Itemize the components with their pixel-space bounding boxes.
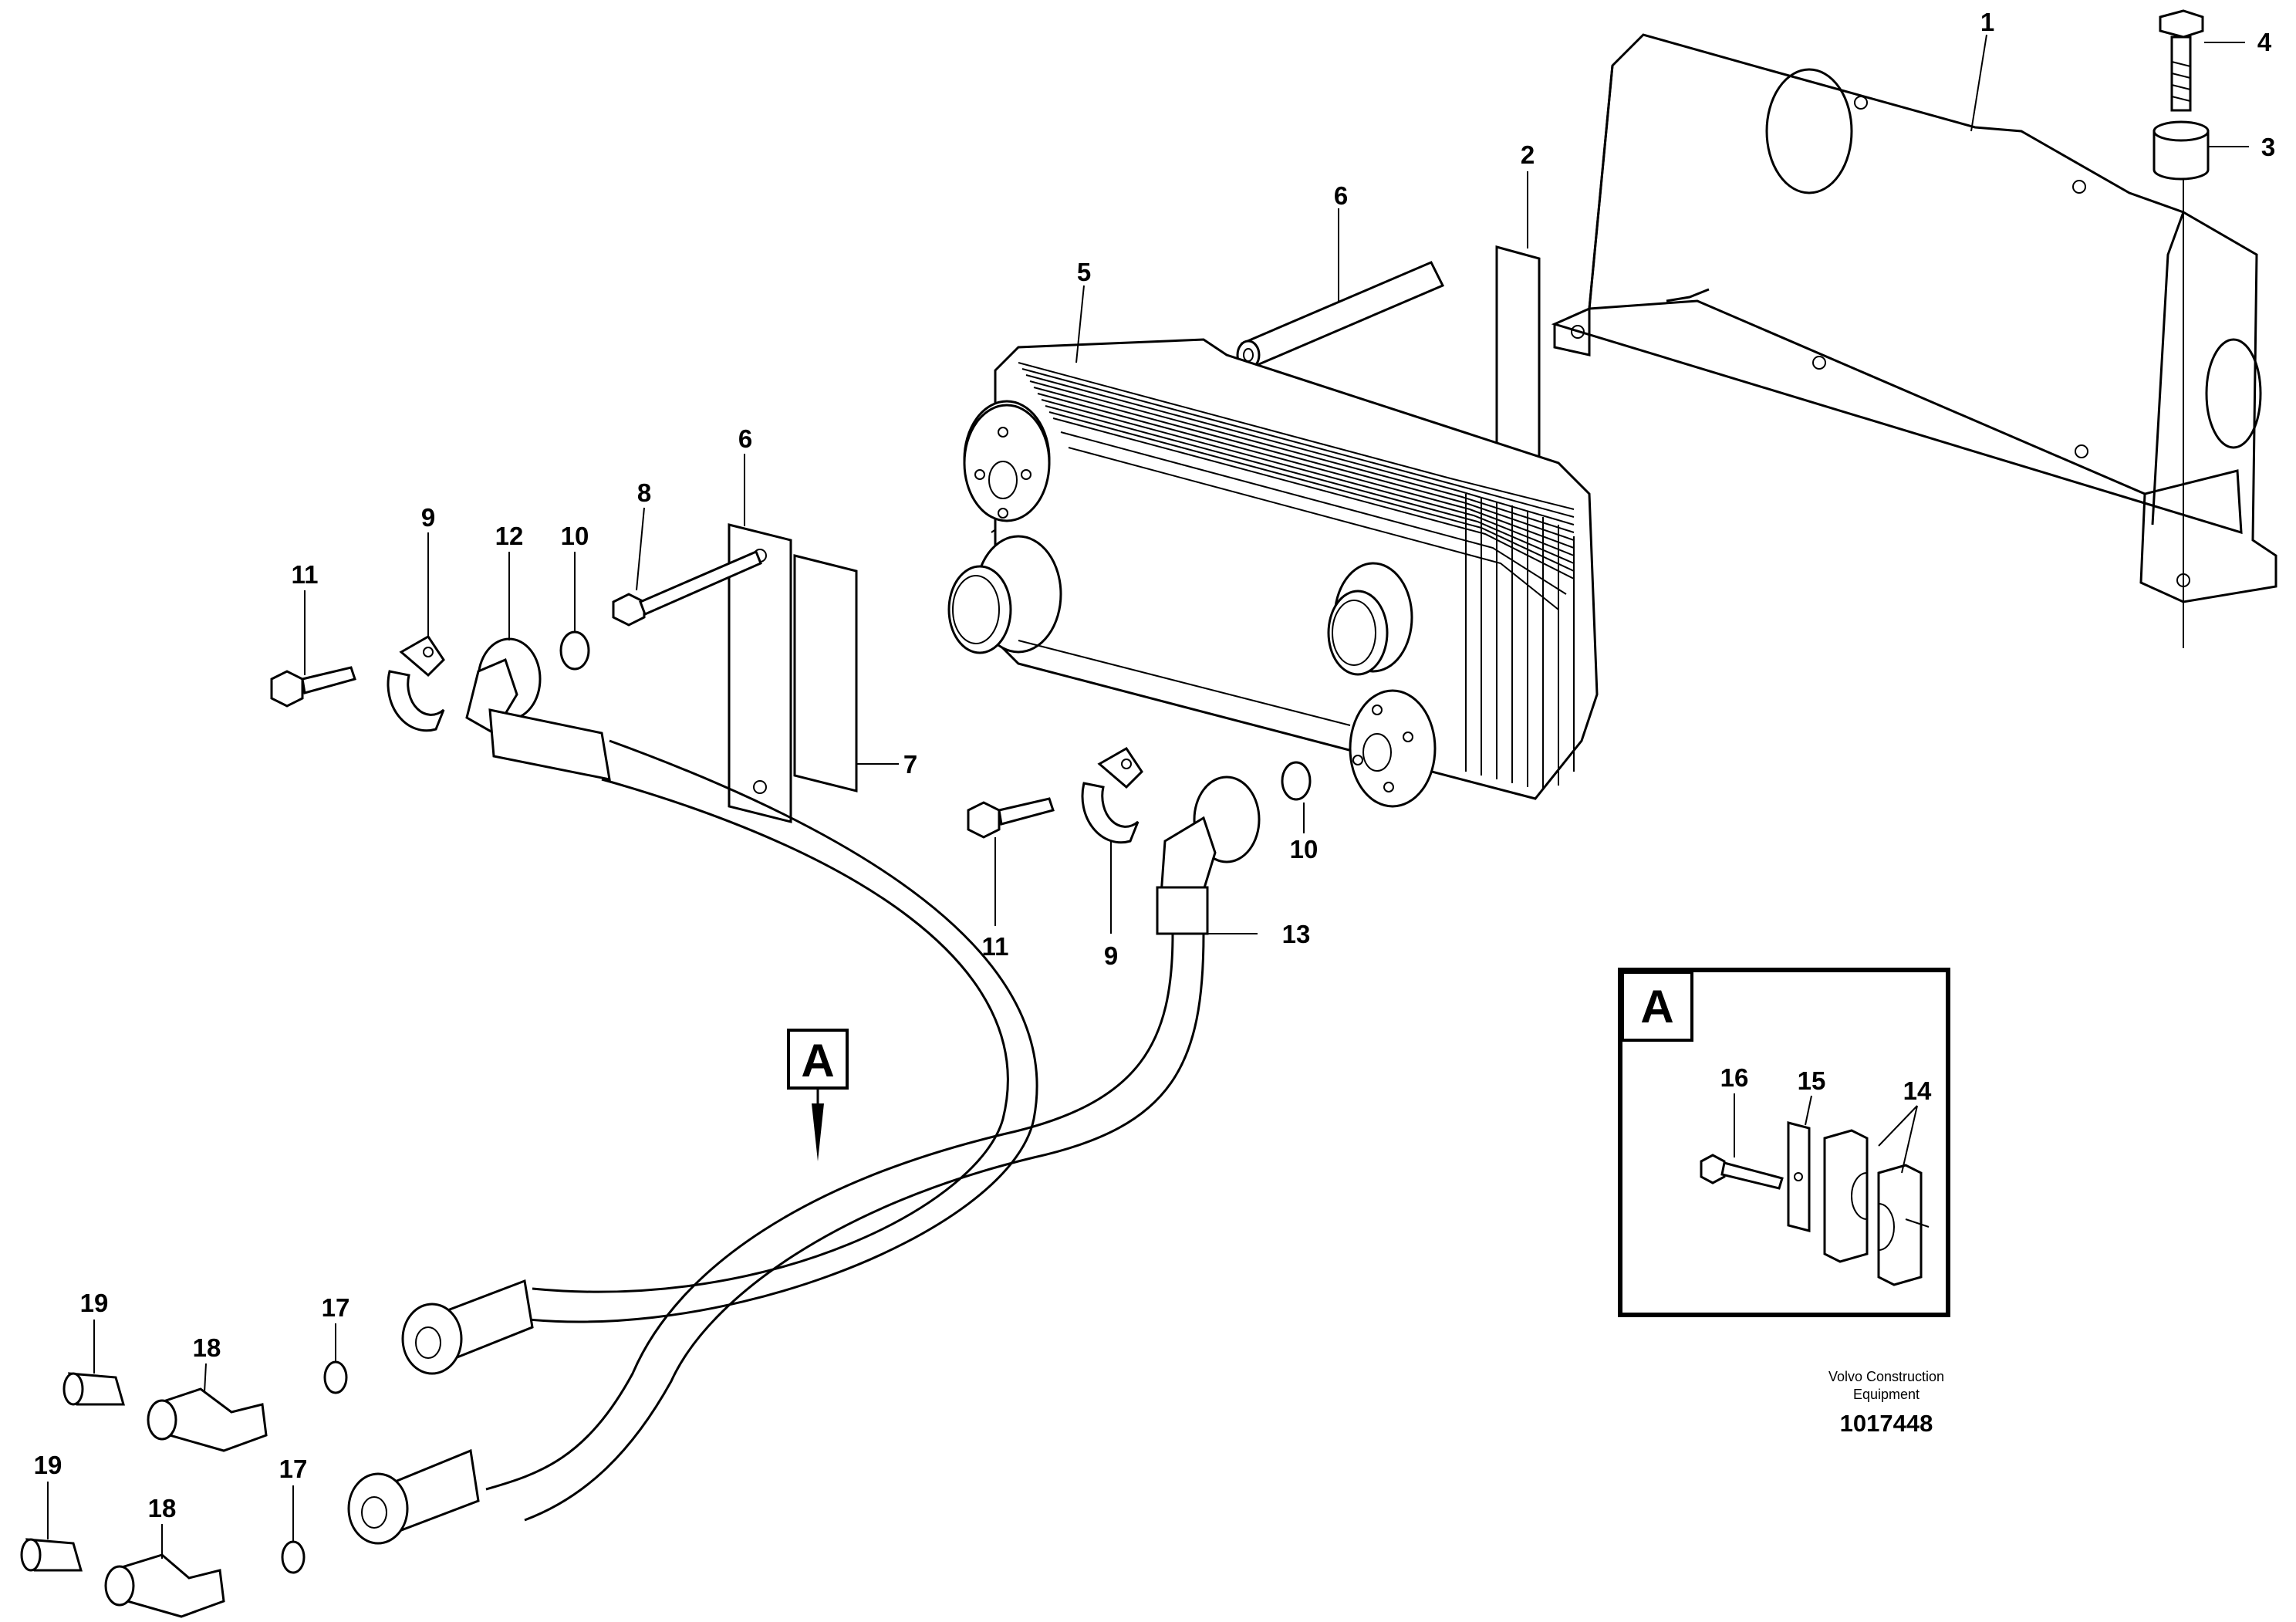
callout-6-rod: 6 (1334, 181, 1348, 210)
detail-marker: A (787, 1029, 849, 1161)
credit-line-2: Equipment (1853, 1387, 1920, 1402)
detail-bolt (1700, 1154, 1784, 1190)
callout-1: 1 (1980, 8, 1994, 36)
callout-2: 2 (1521, 140, 1535, 169)
callout-17-upper: 17 (322, 1293, 350, 1322)
left-o-ring (559, 630, 590, 671)
callout-15: 15 (1798, 1066, 1826, 1095)
callout-19-upper: 19 (80, 1289, 109, 1317)
callout-6-plate: 6 (738, 424, 752, 453)
callouts: 1 2 3 4 5 6 6 7 8 9 9 10 10 11 11 12 13 … (34, 8, 2276, 1522)
callout-9-left: 9 (421, 503, 435, 532)
left-clamp (387, 635, 445, 732)
callout-16: 16 (1720, 1063, 1749, 1092)
upper-o-ring-17 (323, 1360, 348, 1394)
callout-10-right: 10 (1290, 835, 1319, 863)
callout-19-lower: 19 (34, 1451, 62, 1479)
lower-o-ring-17 (281, 1540, 306, 1574)
callout-11-right: 11 (982, 932, 1009, 961)
lower-elbow-18 (104, 1553, 225, 1618)
upper-elbow-18 (147, 1387, 268, 1452)
callout-17-lower: 17 (279, 1455, 308, 1483)
detail-clamp-halves (1823, 1129, 1930, 1286)
credit-block: Volvo Construction Equipment 1017448 (1828, 1369, 1944, 1437)
callout-8: 8 (637, 478, 651, 507)
callout-4: 4 (2257, 28, 2272, 56)
leader-lines (47, 34, 2249, 1559)
callout-3: 3 (2261, 133, 2275, 161)
detail-plate (1787, 1121, 1811, 1232)
callout-18-upper: 18 (193, 1333, 221, 1362)
rubber-pad (793, 554, 858, 792)
oil-cooler (947, 338, 1599, 808)
callout-5: 5 (1077, 258, 1091, 286)
callout-12: 12 (495, 522, 524, 550)
lower-hose-nut (347, 1448, 480, 1545)
upper-hose-nut (401, 1279, 534, 1375)
right-clamp (1081, 747, 1143, 844)
right-flange-bolt (967, 797, 1055, 839)
right-hose-elbow (1156, 776, 1261, 935)
callout-13: 13 (1282, 920, 1311, 948)
callout-7: 7 (903, 750, 917, 779)
lower-adapter-19 (20, 1538, 83, 1572)
left-flange-bolt (270, 666, 356, 708)
callout-9-right: 9 (1104, 941, 1118, 970)
callout-18-lower: 18 (148, 1494, 177, 1522)
callout-14: 14 (1903, 1076, 1932, 1105)
callout-10-left: 10 (561, 522, 589, 550)
left-hose-elbow (465, 637, 611, 781)
hoses (478, 739, 1205, 1522)
bolt (2159, 9, 2204, 112)
spacer (2152, 120, 2210, 181)
long-bolt (612, 550, 762, 627)
document-number: 1017448 (1840, 1410, 1933, 1437)
detail-marker-label: A (801, 1035, 834, 1086)
upper-adapter-19 (62, 1372, 125, 1406)
callout-11-left: 11 (292, 560, 319, 589)
right-o-ring (1281, 761, 1312, 801)
credit-line-1: Volvo Construction (1828, 1369, 1944, 1384)
bracket (1551, 33, 2277, 648)
detail-box-label: A (1640, 981, 1673, 1032)
detail-box: A (1618, 968, 1950, 1317)
